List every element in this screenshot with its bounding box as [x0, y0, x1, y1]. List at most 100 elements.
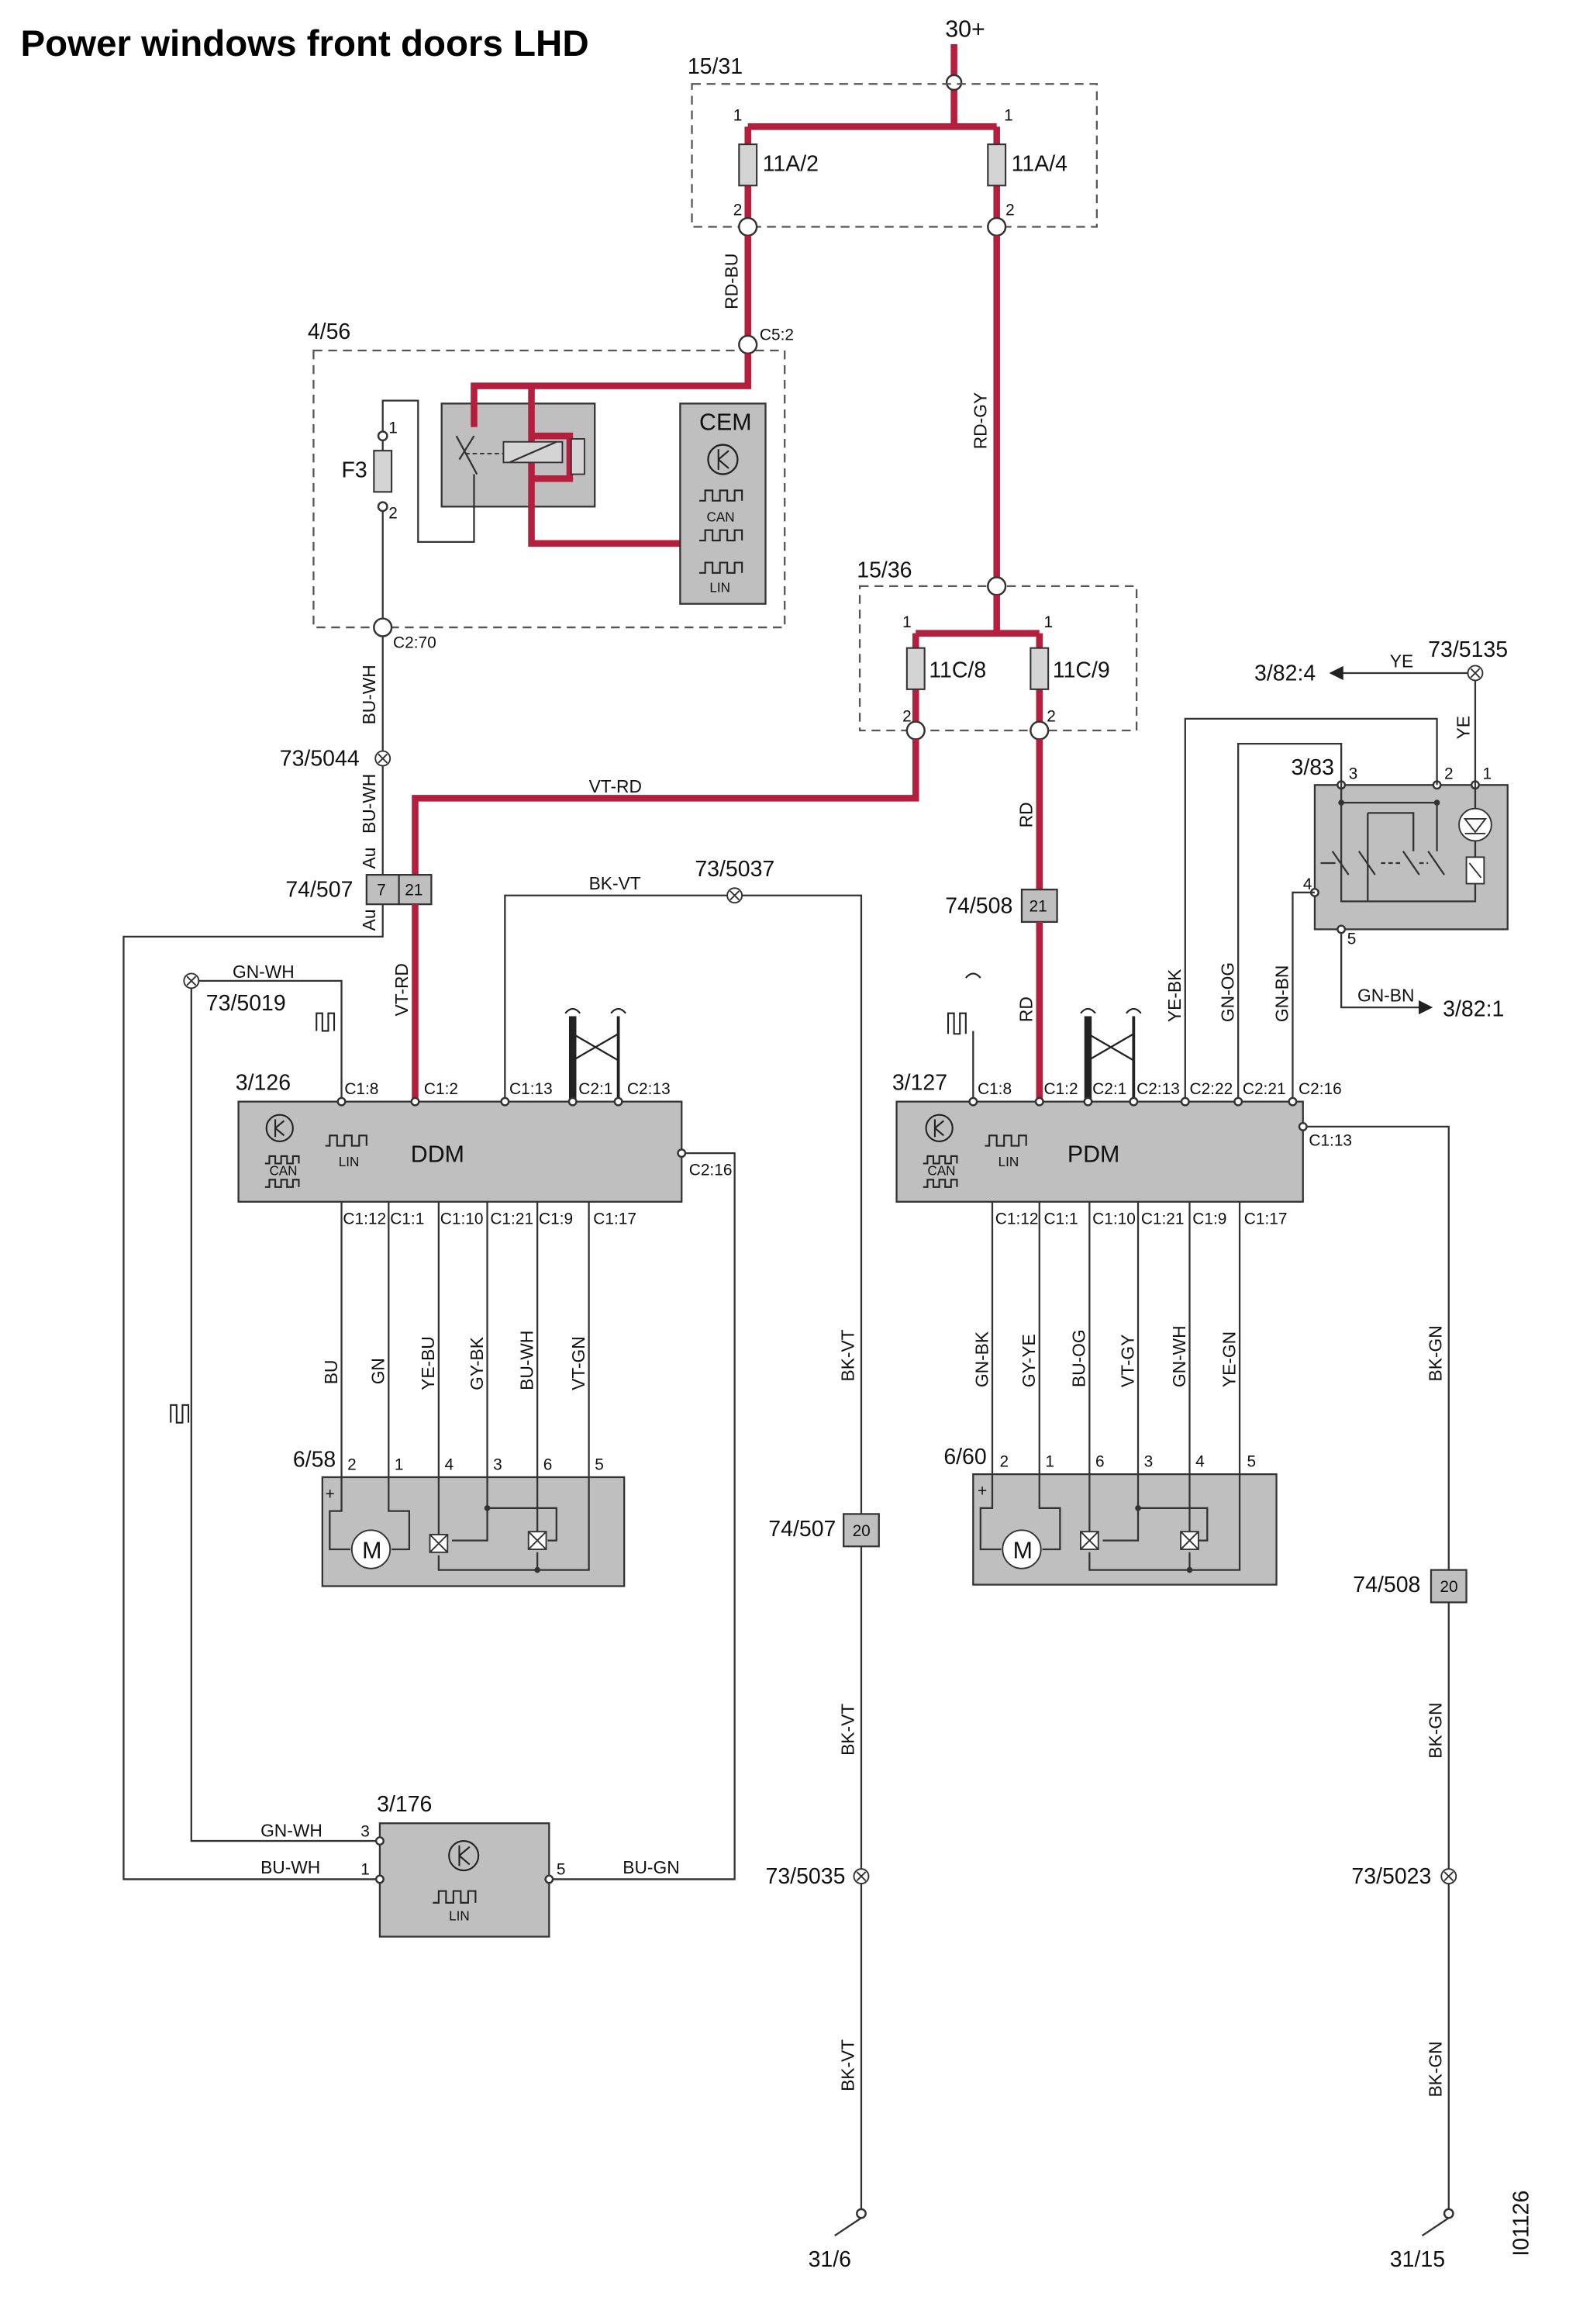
wire-label: GN-WH: [1169, 1325, 1189, 1387]
pdm-module: [895, 1100, 1304, 1203]
wire-label: VT-GY: [1117, 1335, 1137, 1387]
pin-label: C1:17: [1244, 1210, 1288, 1228]
transistor-icon: [274, 1119, 285, 1138]
motor-right-internal: [979, 1474, 1241, 1571]
cem-dashed-area: [312, 349, 786, 629]
pin-label: C2:22: [1189, 1080, 1233, 1098]
wire-label: GY-BK: [467, 1337, 487, 1390]
wire-label: BU-WH: [516, 1331, 536, 1390]
signal-icon: [699, 489, 743, 502]
splice-5037-label: 73/5037: [695, 857, 774, 882]
lin-module: [378, 1822, 550, 1938]
signal-icon: [264, 1155, 300, 1165]
pin-label: 1: [360, 1861, 370, 1879]
splice-5023-label: 73/5023: [1351, 1864, 1431, 1889]
terminal: [738, 216, 758, 237]
ground-icon: [1421, 2217, 1450, 2236]
signal-icon: [316, 1010, 334, 1031]
fuse-11a2-label: 11A/2: [763, 151, 819, 176]
diagram-title: Power windows front doors LHD: [21, 23, 589, 64]
pin-label: 1: [388, 419, 398, 437]
pin-label: 5: [1247, 1453, 1257, 1471]
transistor-icon: [458, 1845, 471, 1866]
pin-label: C2:16: [1299, 1080, 1342, 1098]
wire-label: BU-WH: [260, 1857, 320, 1877]
signal-icon: [325, 1134, 367, 1147]
terminal: [374, 1874, 385, 1884]
splice-5035-label: 73/5035: [766, 1864, 846, 1889]
fuse-11a4-label: 11A/4: [1012, 151, 1067, 176]
pin-label: C2:13: [627, 1080, 671, 1098]
pin-label: 5: [595, 1456, 604, 1473]
terminal: [373, 617, 393, 637]
pin-label: C1:8: [344, 1080, 378, 1098]
splice-5044-label: 73/5044: [280, 747, 360, 772]
wire-label: GN-BN: [1357, 985, 1414, 1005]
wire-label: Au: [359, 909, 379, 931]
pin-label: C1:10: [1092, 1210, 1136, 1228]
pin-label: C1:17: [593, 1210, 636, 1228]
wire-label: GN: [368, 1358, 388, 1384]
motor-icon: [1002, 1529, 1042, 1569]
transistor-icon: [707, 444, 739, 475]
terminal: [567, 1096, 578, 1107]
junction: [1186, 1566, 1193, 1573]
pdm-motor-wires: [991, 1201, 1241, 1475]
pin-label: C1:1: [1043, 1210, 1078, 1228]
splice-icon: [378, 753, 388, 764]
motor-left-internal: [329, 1476, 590, 1571]
ddm-module: [237, 1100, 683, 1203]
pin-label: 1: [395, 1456, 404, 1473]
terminal: [336, 1096, 347, 1107]
splice-icon: [729, 890, 740, 901]
plus-label: +: [326, 1485, 335, 1503]
pin-label: C2:21: [1243, 1080, 1286, 1098]
wire-label: GN-WH: [260, 1820, 322, 1840]
lin-label: LIN: [339, 1155, 360, 1169]
connector-74-508-label: 74/508: [945, 894, 1012, 919]
wire-label: BU-OG: [1069, 1329, 1089, 1387]
pin-label: 1: [1482, 765, 1492, 783]
wire-label: VT-RD: [589, 776, 642, 796]
terminal: [1298, 1121, 1308, 1131]
pin-label: 5: [557, 1861, 566, 1879]
pin-label: C1:9: [1192, 1210, 1226, 1228]
wire-gn-bn-out: [1340, 934, 1433, 1015]
junction: [484, 1505, 491, 1511]
ref-3-82-1: 3/82:1: [1443, 996, 1504, 1021]
wire-label: GY-YE: [1019, 1334, 1039, 1387]
terminal: [968, 1096, 978, 1107]
pin-label: 2: [347, 1456, 357, 1473]
wire-au-bu-wh: [122, 904, 384, 1880]
cem-connector-out: C2:70: [393, 634, 436, 652]
cem-connector-in: C5:2: [760, 326, 794, 344]
pin-label: 2: [999, 1453, 1009, 1471]
pin-label: C1:21: [490, 1210, 533, 1228]
wire-bk-vt: [504, 894, 863, 1514]
pin-label: C1:8: [978, 1080, 1012, 1098]
wire-label: BU-GN: [623, 1857, 679, 1877]
pin-label: C2:1: [1092, 1080, 1126, 1098]
wire-label: Au: [359, 848, 379, 869]
fuse-box-2-ref: 15/36: [857, 558, 912, 583]
junction: [534, 1566, 540, 1573]
lin-module-ref: 3/176: [377, 1792, 432, 1817]
pin-label: 21: [1029, 898, 1047, 916]
fuse-11c9-label: 11C/9: [1053, 658, 1110, 683]
wire-label: BK-VT: [589, 873, 641, 893]
pin-label: C1:2: [1043, 1080, 1078, 1098]
pin-label: 3: [1349, 765, 1358, 783]
wire-label: BK-VT: [837, 1704, 857, 1756]
pin-label: 2: [1005, 201, 1015, 219]
connector-74-507-low: [843, 1513, 880, 1548]
pin-label: C1:10: [440, 1210, 484, 1228]
wire-ye-bk: [1184, 717, 1438, 1102]
terminal: [987, 576, 1007, 596]
motor-label: M: [1013, 1537, 1033, 1563]
transistor-icon: [448, 1840, 480, 1872]
terminal: [1288, 1096, 1298, 1107]
fuse-f3: [373, 450, 393, 493]
hall-sensor-icon: [1080, 1531, 1099, 1550]
connector-label: 74/507: [768, 1517, 836, 1542]
